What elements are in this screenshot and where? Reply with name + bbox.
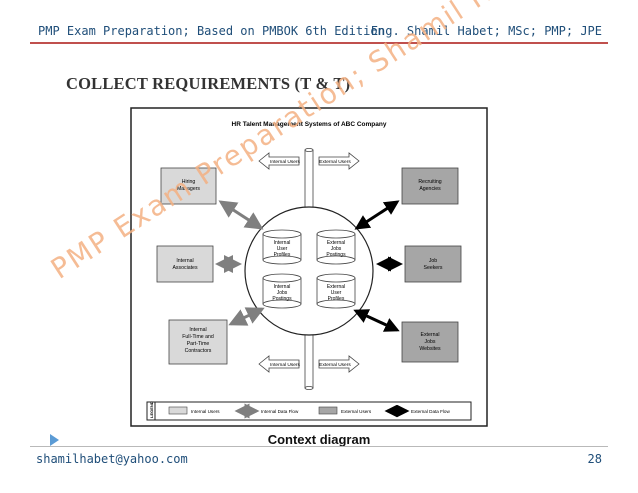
db-ijp-line3: Postings [272, 296, 292, 302]
flow-websites-system [353, 309, 400, 332]
top-internal-users-label: Internal Users [270, 159, 300, 165]
db-ijp-line1: Internal [274, 284, 291, 290]
footer-email: shamilhabet@yahoo.com [36, 452, 188, 466]
contractors-line3: Part-Time [187, 341, 210, 347]
websites-line1: External [420, 332, 439, 338]
diagram-legend: LEGEND Internal Users Internal Data Flow… [146, 401, 472, 421]
db-eup-line2: User [331, 290, 342, 296]
db-external-user-profiles: External User Profiles [316, 273, 356, 309]
db-internal-jobs-postings: Internal Jobs Postings [262, 273, 302, 309]
legend-external-swatch [318, 406, 338, 415]
caption-bullet-icon [50, 434, 59, 446]
top-external-users-arrow: External Users [318, 152, 360, 170]
box-contractors: Internal Full-Time and Part-Time Contrac… [168, 319, 228, 365]
top-external-users-label: External Users [319, 159, 351, 165]
header-left-text: PMP Exam Preparation; Based on PMBOK 6th… [38, 24, 385, 38]
legend-internal-flow: Internal Data Flow [261, 409, 299, 414]
hiring-line2: Managers [177, 186, 200, 192]
bottom-connector-pipe [304, 329, 314, 390]
footer-divider [30, 446, 608, 447]
seekers-line2: Seekers [423, 265, 442, 271]
footer-page-number: 28 [587, 452, 602, 466]
box-hiring-managers: Hiring Managers [160, 167, 217, 205]
websites-line2: Jobs [425, 339, 436, 345]
legend-internal-swatch [168, 406, 188, 415]
contractors-line2: Full-Time and [182, 334, 214, 340]
contractors-line4: Contractors [185, 348, 212, 354]
context-diagram: HR Talent Management Systems of ABC Comp… [130, 107, 488, 427]
contractors-line1: Internal [189, 327, 206, 333]
seekers-line1: Job [429, 258, 437, 264]
recruiting-line2: Agencies [419, 186, 441, 192]
db-ejp-line3: Postings [326, 252, 346, 258]
recruiting-line1: Recruiting [418, 179, 441, 185]
diagram-title: HR Talent Management Systems of ABC Comp… [232, 121, 387, 128]
header-divider [30, 42, 608, 44]
box-external-jobs-websites: External Jobs Websites [401, 321, 459, 363]
db-iup-line1: Internal [274, 240, 291, 246]
flow-recruiting-system [354, 200, 400, 230]
box-job-seekers: Job Seekers [404, 245, 462, 283]
top-connector-pipe [304, 148, 314, 213]
bottom-internal-users-arrow: Internal Users [258, 355, 301, 373]
box-internal-associates: Internal Associates [156, 245, 214, 283]
top-internal-users-arrow: Internal Users [258, 152, 301, 170]
db-internal-user-profiles: Internal User Profiles [262, 229, 302, 265]
websites-line3: Websites [419, 346, 441, 352]
legend-internal-users: Internal Users [191, 409, 220, 414]
associates-line2: Associates [172, 265, 197, 271]
system-boundary-circle [244, 206, 374, 336]
bottom-external-users-arrow: External Users [318, 355, 360, 373]
diagram-caption: Context diagram [267, 432, 371, 447]
db-ejp-line2: Jobs [331, 246, 342, 252]
bottom-internal-users-label: Internal Users [270, 362, 300, 368]
box-recruiting-agencies: Recruiting Agencies [401, 167, 459, 205]
legend-external-users: External Users [341, 409, 372, 414]
header-right-text: Eng. Shamil Habet; MSc; PMP; JPE [370, 24, 602, 38]
db-iup-line2: User [277, 246, 288, 252]
db-external-jobs-postings: External Jobs Postings [316, 229, 356, 265]
associates-line1: Internal [176, 258, 193, 264]
db-ijp-line2: Jobs [277, 290, 288, 296]
db-eup-line3: Profiles [328, 296, 345, 302]
db-eup-line1: External [327, 284, 345, 290]
hiring-line1: Hiring [182, 179, 196, 185]
db-ejp-line1: External [327, 240, 345, 246]
slide-title: COLLECT REQUIREMENTS (T & T) [66, 74, 351, 93]
flow-hiring-system [218, 200, 264, 230]
flow-contractors-system [228, 307, 265, 326]
bottom-external-users-label: External Users [319, 362, 351, 368]
legend-tag: LEGEND [149, 401, 154, 418]
legend-external-flow: External Data Flow [411, 409, 450, 414]
db-iup-line3: Profiles [274, 252, 291, 258]
